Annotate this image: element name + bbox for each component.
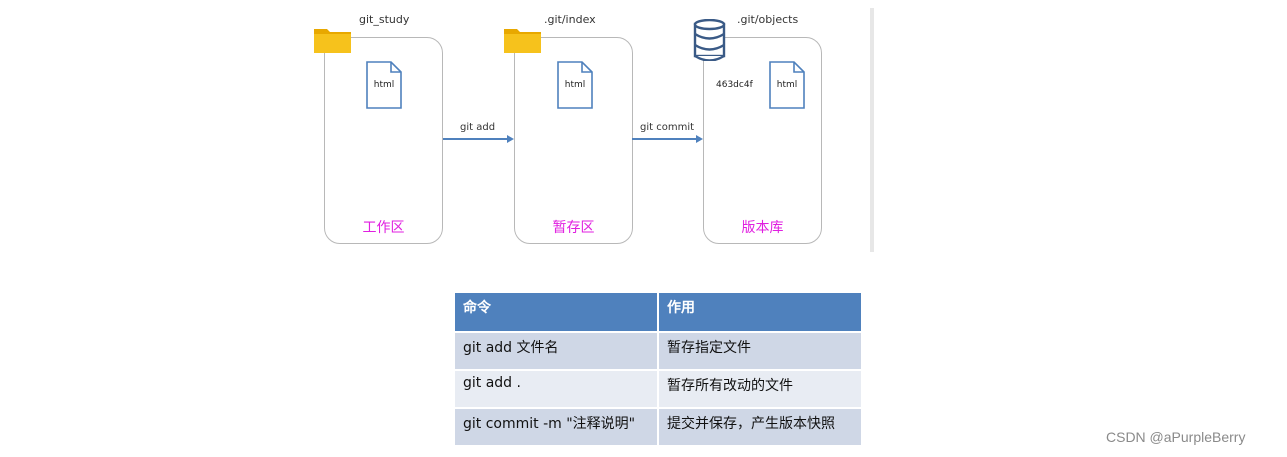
staging-area-box: 暂存区 [514,37,633,244]
repository-area-path: .git/objects [737,13,799,26]
file-label: html [776,80,798,90]
table-header-row: 命令 作用 [453,291,863,333]
table-cell-command: git add . [453,369,659,409]
file-icon: html [769,61,805,109]
table-row: git add . 暂存所有改动的文件 [453,369,863,409]
git-commit-arrow [632,135,703,143]
table-row: git commit -m "注释说明" 提交并保存，产生版本快照 [453,407,863,447]
table-row: git add 文件名 暂存指定文件 [453,331,863,371]
divider [870,8,874,252]
staging-area-path: .git/index [544,13,596,26]
table-cell-purpose: 提交并保存，产生版本快照 [657,407,863,447]
table-header-command: 命令 [453,291,659,333]
git-commit-label: git commit [640,122,695,133]
git-add-label: git add [460,122,496,133]
file-label: html [564,80,586,90]
git-add-arrow [443,135,514,143]
watermark: CSDN @aPurpleBerry [1106,429,1246,445]
table-cell-command: git add 文件名 [453,331,659,371]
folder-icon [314,29,351,53]
working-area-label: 工作区 [362,220,405,236]
file-icon: html [366,61,402,109]
file-label: html [373,80,395,90]
table-cell-purpose: 暂存所有改动的文件 [657,369,863,409]
command-table: 命令 作用 git add 文件名 暂存指定文件 git add . 暂存所有改… [453,291,863,447]
database-icon [693,19,726,61]
table-cell-purpose: 暂存指定文件 [657,331,863,371]
working-area-path: git_study [359,13,410,26]
repository-area-box: 版本库 [703,37,822,244]
commit-hash: 463dc4f [716,80,753,90]
table-cell-command: git commit -m "注释说明" [453,407,659,447]
folder-icon [504,29,541,53]
repository-area-label: 版本库 [741,220,784,236]
staging-area-label: 暂存区 [552,220,595,236]
table-header-purpose: 作用 [657,291,863,333]
file-icon: html [557,61,593,109]
